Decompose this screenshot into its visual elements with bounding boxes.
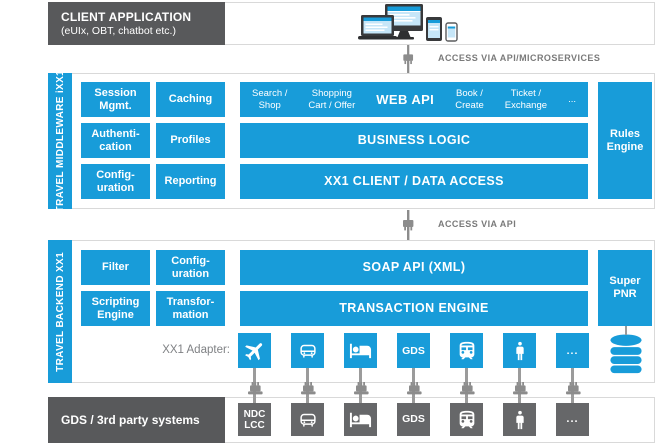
xx1-adapter-label: XX1 Adapter:	[162, 344, 230, 356]
system-car	[291, 403, 324, 436]
system-more: ...	[556, 403, 589, 436]
adapter-gds-label: GDS	[402, 344, 425, 357]
box-rules-engine: Rules Engine	[598, 82, 652, 199]
box-web-api: Search / Shop Shopping Cart / Offer WEB …	[240, 82, 588, 117]
plug-icon	[403, 210, 414, 240]
plug-small-icon	[406, 382, 422, 395]
box-filter: Filter	[81, 250, 150, 285]
box-soap-api: SOAP API (XML)	[240, 250, 588, 285]
gds-title: GDS / 3rd party systems	[61, 413, 200, 427]
adapter-person	[503, 333, 536, 368]
car-icon	[299, 344, 316, 358]
adapter-more-label: ...	[566, 344, 579, 357]
adapter-more: ...	[556, 333, 589, 368]
adapter-gds: GDS	[397, 333, 430, 368]
train-icon	[459, 341, 474, 359]
box-data-access: XX1 CLIENT / DATA ACCESS	[240, 164, 588, 199]
airplane-icon	[244, 342, 262, 360]
client-application-subtitle: (eUIx, OBT, chatbot etc.)	[61, 25, 176, 37]
bed-icon	[349, 412, 372, 428]
access-via-api-label: ACCESS VIA API	[438, 219, 517, 229]
car-icon	[299, 413, 316, 427]
adapter-rail	[450, 333, 483, 368]
plug-small-icon	[247, 382, 263, 395]
box-caching: Caching	[156, 82, 225, 117]
person-icon	[515, 341, 524, 360]
client-application-box: CLIENT APPLICATION (eUIx, OBT, chatbot e…	[48, 2, 225, 45]
middleware-side-label: TRAVEL MIDDLEWARE iXX1	[54, 69, 66, 213]
adapter-flight	[238, 333, 271, 368]
box-transaction-engine: TRANSACTION ENGINE	[240, 291, 588, 326]
adapter-car	[291, 333, 324, 368]
plug-small-icon	[459, 382, 475, 395]
backend-side-label: TRAVEL BACKEND XX1	[54, 251, 66, 372]
system-person	[503, 403, 536, 436]
system-more-label: ...	[566, 413, 579, 426]
system-gds-label: GDS	[402, 412, 425, 425]
box-backend-configuration: Config- uration	[156, 250, 225, 285]
web-api-item-book-create: Book / Create	[455, 88, 484, 111]
box-transformation: Transfor- mation	[156, 291, 225, 326]
web-api-item-ticket-exchange: Ticket / Exchange	[504, 88, 548, 111]
adapter-hotel	[344, 333, 377, 368]
web-api-item-more: ...	[568, 93, 576, 105]
plug-small-icon	[512, 382, 528, 395]
client-application-title: CLIENT APPLICATION	[61, 10, 192, 24]
box-profiles: Profiles	[156, 123, 225, 158]
plug-small-icon	[353, 382, 369, 395]
system-hotel	[344, 403, 377, 436]
train-icon	[459, 410, 474, 428]
middleware-sidebar: TRAVEL MIDDLEWARE iXX1	[48, 69, 72, 213]
connector-line	[624, 326, 628, 335]
plug-icon	[403, 45, 414, 73]
box-authentication: Authenti- cation	[81, 123, 150, 158]
backend-sidebar: TRAVEL BACKEND XX1	[48, 240, 72, 383]
system-ndc-lcc: NDC LCC	[238, 403, 271, 436]
database-icon	[610, 334, 642, 374]
box-reporting: Reporting	[156, 164, 225, 199]
box-session-mgmt: Session Mgmt.	[81, 82, 150, 117]
box-scripting-engine: Scripting Engine	[81, 291, 150, 326]
system-rail	[450, 403, 483, 436]
bed-icon	[349, 343, 372, 359]
plug-small-icon	[300, 382, 316, 395]
plug-small-icon	[565, 382, 581, 395]
ndc-lcc-label: NDC LCC	[243, 408, 266, 431]
gds-title-box: GDS / 3rd party systems	[48, 397, 225, 443]
box-configuration: Config- uration	[81, 164, 150, 199]
web-api-title: WEB API	[376, 91, 435, 107]
access-via-api-microservices-label: ACCESS VIA API/MICROSERVICES	[438, 53, 601, 63]
web-api-item-search-shop: Search / Shop	[252, 88, 288, 111]
system-gds: GDS	[397, 403, 430, 436]
devices-icon	[358, 4, 458, 42]
box-business-logic: BUSINESS LOGIC	[240, 123, 588, 158]
person-icon	[515, 410, 524, 429]
box-super-pnr: Super PNR	[598, 250, 652, 326]
web-api-item-shopping-cart: Shopping Cart / Offer	[308, 88, 356, 111]
